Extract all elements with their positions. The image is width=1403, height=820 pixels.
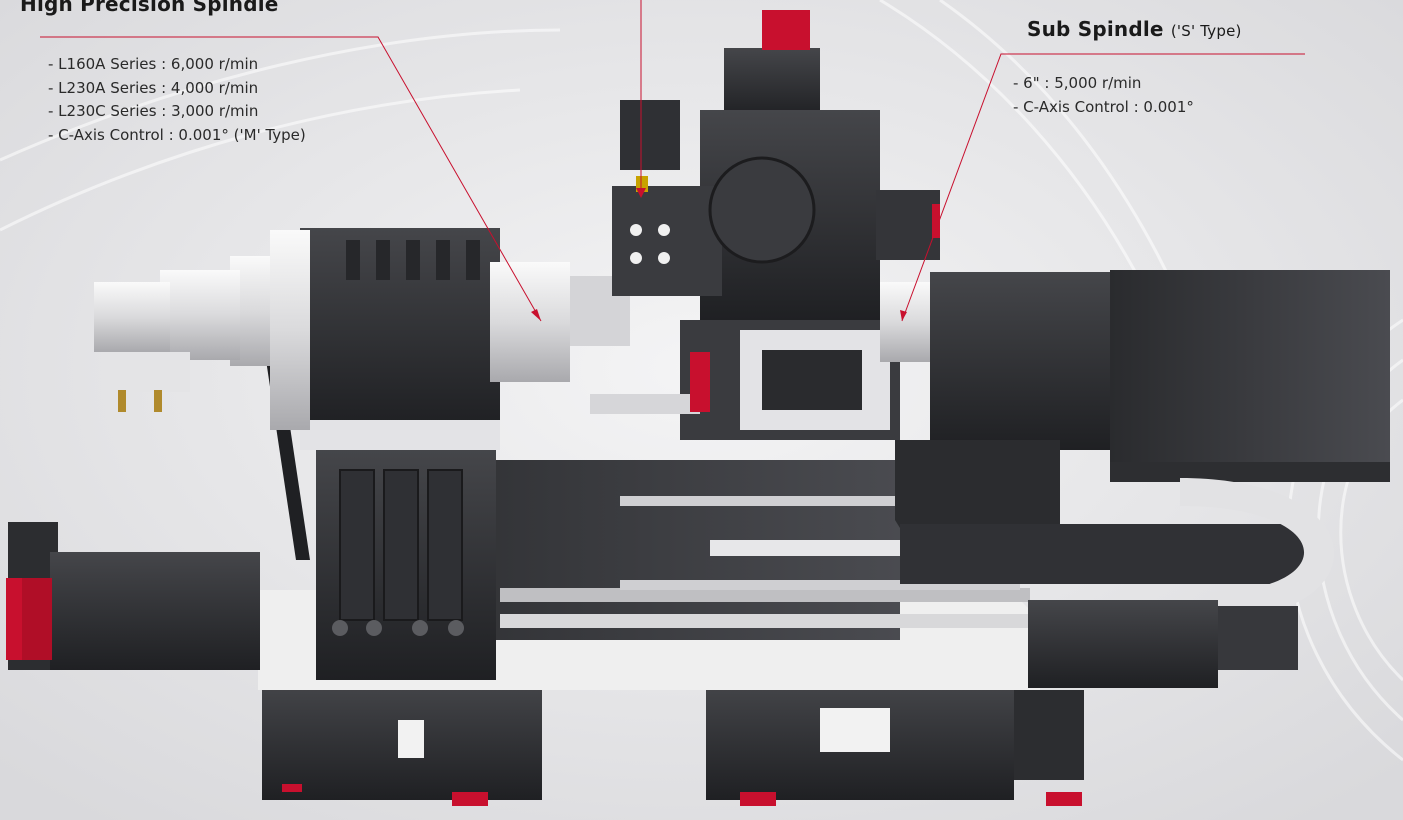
sub-spindle-specs: - 6" : 5,000 r/min - C-Axis Control : 0.…	[1013, 72, 1194, 119]
sub-spindle-title-row: Sub Spindle ('S' Type)	[1027, 17, 1242, 41]
main-spindle-specs: - L160A Series : 6,000 r/min - L230A Ser…	[48, 53, 306, 147]
sub-spindle-type-label: ('S' Type)	[1170, 22, 1242, 40]
sub-spindle-title: Sub Spindle	[1027, 17, 1164, 41]
sub-spindle-spec-item: - C-Axis Control : 0.001°	[1013, 97, 1194, 116]
main-spindle-spec-item: - L230A Series : 4,000 r/min	[48, 78, 259, 97]
main-spindle-spec-item: - C-Axis Control : 0.001° ('M' Type)	[48, 125, 306, 144]
main-spindle-spec-item: - L230C Series : 3,000 r/min	[48, 102, 259, 120]
main-spindle-spec-item: - L160A Series : 6,000 r/min	[48, 55, 259, 73]
sub-spindle-spec-item: - 6" : 5,000 r/min	[1013, 74, 1142, 92]
main-spindle	[94, 228, 630, 450]
main-spindle-title: High Precision Spindle	[20, 0, 279, 16]
callout-lines	[40, 0, 1305, 322]
sub-spindle	[880, 270, 1390, 688]
machine-base	[262, 680, 1084, 806]
